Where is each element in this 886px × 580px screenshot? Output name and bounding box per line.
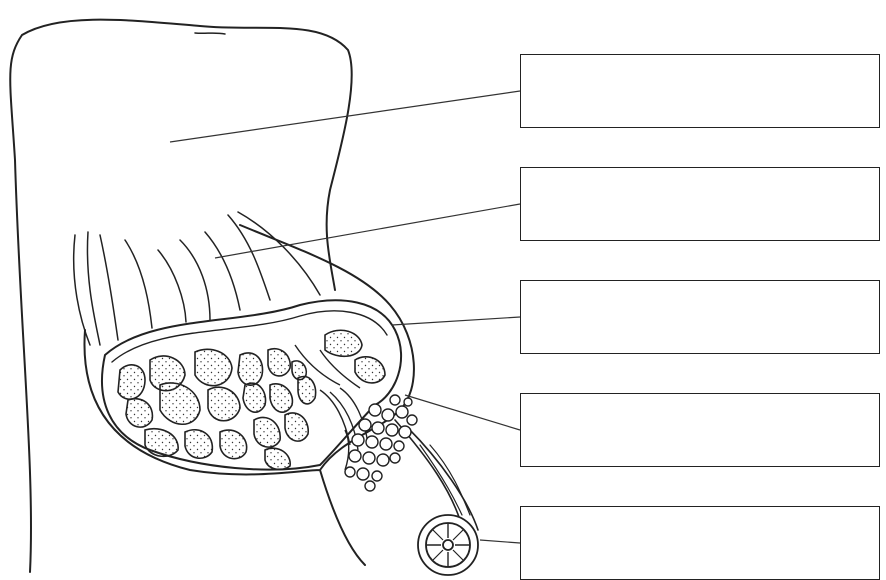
lobule	[265, 448, 290, 469]
lobule	[160, 383, 200, 424]
epididymis-coil	[382, 409, 394, 421]
epididymis-coil	[357, 468, 369, 480]
epididymis-coil	[372, 422, 384, 434]
lobule	[270, 384, 292, 412]
lobule	[254, 417, 280, 447]
epididymis-coil	[365, 481, 375, 491]
label-box-2[interactable]	[520, 167, 880, 241]
cord-fiber	[87, 232, 100, 345]
lobule	[118, 365, 145, 399]
cord-fiber	[205, 232, 240, 310]
epididymis-coil	[349, 450, 361, 462]
leader-lines	[170, 91, 520, 543]
lobule	[185, 430, 212, 459]
epididymis-coil	[390, 453, 400, 463]
lobule	[292, 361, 306, 380]
lobule	[355, 357, 385, 383]
lobule	[220, 430, 247, 459]
cord-fiber	[158, 250, 186, 322]
label-box-3[interactable]	[520, 280, 880, 354]
epididymis-coil	[404, 398, 412, 406]
epididymis-coil	[377, 454, 389, 466]
epididymis-coil	[380, 438, 392, 450]
cord-cross-section	[418, 515, 478, 575]
cord-strand	[430, 445, 470, 515]
leader-line-4	[405, 395, 520, 430]
epididymis-coil	[407, 415, 417, 425]
leader-line-3	[392, 317, 520, 325]
top-notch	[195, 33, 225, 34]
lobule	[243, 383, 266, 412]
cord-fiber	[125, 240, 152, 328]
epididymis-coil	[390, 395, 400, 405]
lobule	[126, 399, 152, 427]
epididymis-coil	[396, 406, 408, 418]
leader-line-2	[215, 204, 520, 258]
epididymis-coil	[363, 452, 375, 464]
leader-line-1	[170, 91, 520, 142]
lobule	[268, 349, 290, 376]
epididymis-coil	[372, 471, 382, 481]
lobule	[145, 429, 178, 457]
label-box-1[interactable]	[520, 54, 880, 128]
epididymis-coil	[366, 436, 378, 448]
label-box-5[interactable]	[520, 506, 880, 580]
lobule	[285, 413, 308, 441]
label-box-4[interactable]	[520, 393, 880, 467]
lobule	[325, 330, 362, 356]
epididymis-coil	[352, 434, 364, 446]
epididymis-coil	[369, 404, 381, 416]
epididymis-coil	[394, 441, 404, 451]
lobule	[238, 353, 263, 385]
epididymis-coil	[399, 426, 411, 438]
lobule	[195, 349, 232, 385]
cord-fiber	[100, 235, 118, 340]
epididymis-coil	[386, 424, 398, 436]
leader-line-5	[480, 540, 520, 543]
epididymis-coil	[359, 419, 371, 431]
lobule	[298, 376, 316, 403]
lobule	[208, 387, 240, 421]
epididymis-coil	[345, 467, 355, 477]
